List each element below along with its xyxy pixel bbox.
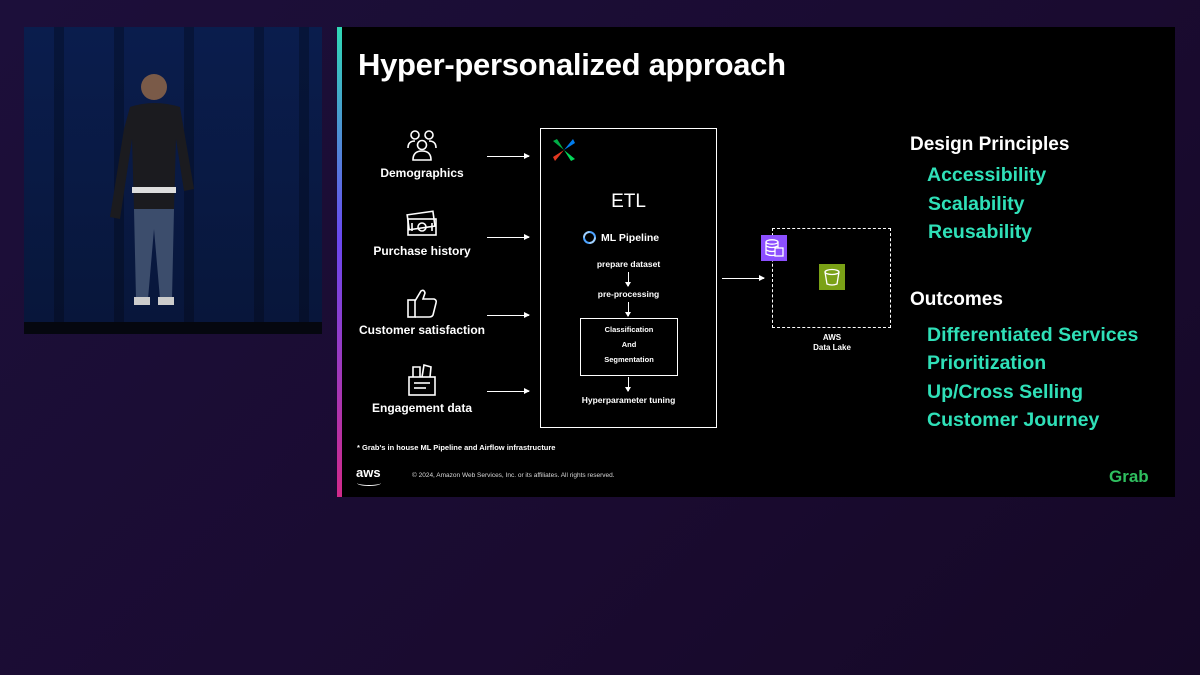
aws-smile-icon [357, 480, 381, 486]
arrow-right [487, 388, 530, 394]
arrow-down [625, 272, 631, 287]
slide-accent-edge [337, 27, 342, 497]
source-purchase-history: Purchase history [352, 210, 492, 258]
arrow-down [625, 377, 631, 392]
step-pre-processing: pre-processing [597, 289, 660, 299]
principle-item: Scalability [928, 193, 1025, 215]
principle-item: Reusability [928, 221, 1033, 243]
ml-pipeline-text: ML Pipeline [601, 231, 660, 244]
curtain-fold [54, 27, 64, 334]
data-lake-line: Data Lake [813, 343, 851, 352]
arrow-right [487, 312, 530, 318]
design-principles-heading: Design Principles [910, 134, 1070, 155]
data-lake-label: AWS Data Lake [797, 333, 867, 353]
source-label: Demographics [380, 166, 464, 180]
classification-box: Classification And Segmentation [580, 318, 678, 376]
source-customer-satisfaction: Customer satisfaction [352, 287, 492, 337]
source-demographics: Demographics [352, 126, 492, 180]
classification-line: Classification [604, 325, 654, 334]
data-lake-line: AWS [822, 333, 842, 342]
pipeline-cycle-icon [583, 231, 596, 244]
outcome-item: Customer Journey [927, 409, 1100, 431]
arrow-right [487, 234, 530, 240]
arrow-right [722, 275, 765, 281]
arrow-down [625, 302, 631, 317]
presentation-slide: Hyper-personalized approach Demographics… [337, 27, 1175, 497]
classification-line: Segmentation [604, 355, 654, 364]
s3-bucket-icon [819, 264, 845, 290]
principle-item: Accessibility [927, 164, 1047, 186]
money-bills-icon [406, 210, 437, 236]
thumbs-up-icon [407, 289, 438, 318]
grab-logo: Grab [1109, 467, 1149, 486]
box-data-icon [408, 363, 436, 396]
arrow-right [487, 153, 530, 159]
curtain-fold [254, 27, 264, 334]
curtain-fold [299, 27, 309, 334]
people-group-icon [407, 130, 437, 161]
ml-pipeline-label: ML Pipeline [583, 231, 659, 244]
data-lake-box [772, 228, 891, 328]
classification-line: And [621, 340, 637, 349]
outcome-item: Differentiated Services [927, 324, 1139, 346]
outcome-item: Up/Cross Selling [927, 381, 1084, 403]
footnote: * Grab's in house ML Pipeline and Airflo… [357, 443, 556, 452]
speaker-video [24, 27, 322, 334]
database-icon [761, 235, 787, 261]
copyright-text: © 2024, Amazon Web Services, Inc. or its… [412, 472, 615, 479]
aws-logo: aws [356, 465, 381, 480]
source-label: Purchase history [373, 244, 471, 258]
etl-title: ETL [611, 191, 646, 212]
source-label: Customer satisfaction [358, 323, 486, 337]
airflow-pinwheel-icon [553, 139, 575, 161]
source-label: Engagement data [371, 401, 473, 415]
speaker-figure [110, 74, 194, 305]
step-hyperparameter-tuning: Hyperparameter tuning [581, 395, 676, 405]
step-prepare-dataset: prepare dataset [596, 259, 661, 269]
source-engagement-data: Engagement data [352, 363, 492, 415]
outcomes-heading: Outcomes [910, 289, 1003, 310]
slide-title: Hyper-personalized approach [358, 47, 786, 82]
etl-box: ETL ML Pipeline prepare dataset pre-proc… [540, 128, 717, 428]
stage-floor [24, 322, 322, 334]
outcome-item: Prioritization [927, 352, 1047, 374]
